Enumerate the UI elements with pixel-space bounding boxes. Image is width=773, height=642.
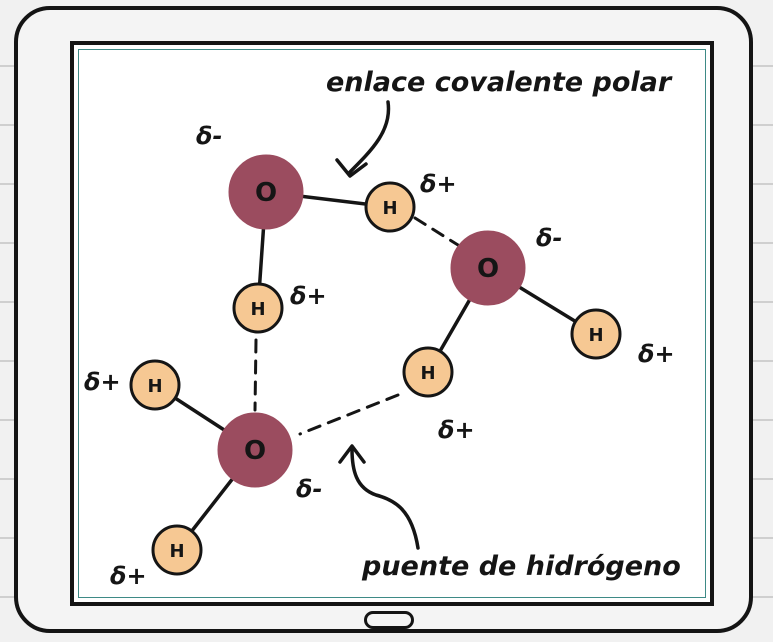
hydrogen-atom-5: H <box>129 359 181 411</box>
oxygen-atom-1: O <box>228 154 304 230</box>
hydrogen-label: H <box>169 541 184 562</box>
oxygen-label: O <box>244 436 266 466</box>
charge-label-h1: δ+ <box>420 170 457 198</box>
hydrogen-bond-arrow <box>350 447 420 550</box>
hydrogen-label: H <box>588 325 603 346</box>
hydrogen-atom-4: H <box>402 346 454 398</box>
hydrogen-label: H <box>250 299 265 320</box>
charge-label-h4: δ+ <box>438 416 475 444</box>
covalent-bond-caption: enlace covalente polar <box>326 67 673 98</box>
charge-label-h6: δ+ <box>110 562 147 590</box>
hydrogen-label: H <box>420 363 435 384</box>
hydrogen-atom-6: H <box>151 524 203 576</box>
hydrogen-bond-arrowhead <box>338 444 366 464</box>
hydrogen-atom-1: H <box>364 181 416 233</box>
oxygen-atom-3: O <box>217 412 293 488</box>
hydrogen-atom-2: H <box>232 282 284 334</box>
charge-label-h3: δ+ <box>638 340 675 368</box>
hbond-h4-o3 <box>298 393 400 436</box>
charge-label-h2: δ+ <box>290 282 327 310</box>
hbond-h2-o3 <box>253 338 258 412</box>
hydrogen-atom-3: H <box>570 308 622 360</box>
oxygen-label: O <box>255 178 277 208</box>
hydrogen-bond-caption: puente de hidrógeno <box>361 551 681 582</box>
charge-label-o3: δ- <box>296 475 322 503</box>
screen-inner-border <box>78 49 706 598</box>
oxygen-atom-2: O <box>450 230 526 306</box>
home-button[interactable] <box>364 611 414 629</box>
hbond-h1-o2 <box>413 216 460 247</box>
covalent-bond-arrow <box>348 100 391 174</box>
hydrogen-label: H <box>382 198 397 219</box>
charge-label-o2: δ- <box>536 224 562 252</box>
oxygen-label: O <box>477 254 499 284</box>
hydrogen-label: H <box>147 376 162 397</box>
covalent-bond-arrowhead <box>335 158 368 178</box>
charge-label-h5: δ+ <box>84 368 121 396</box>
hydrogen-bonds <box>253 216 460 436</box>
charge-label-o1: δ- <box>196 122 222 150</box>
